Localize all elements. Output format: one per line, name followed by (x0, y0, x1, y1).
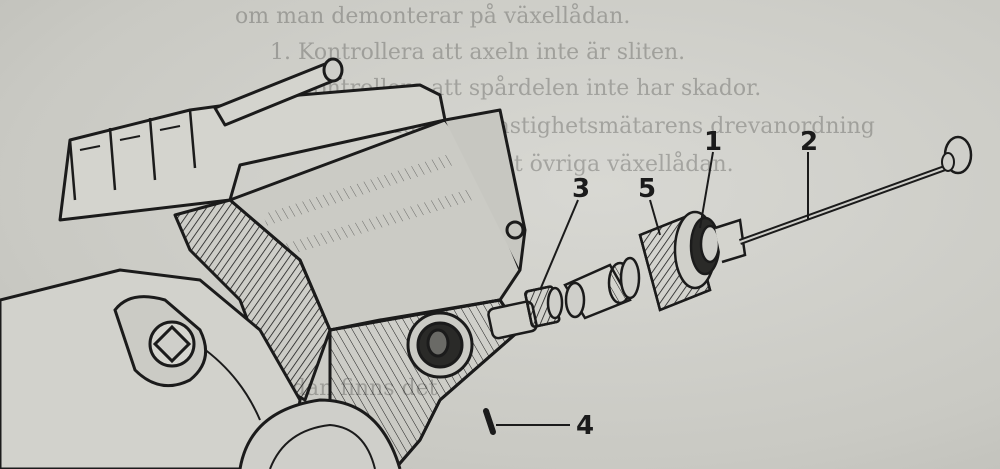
drain-plug (113, 295, 208, 388)
callout-5: 5 (638, 174, 656, 204)
drive-pinion (487, 285, 564, 340)
gearbox-housing (0, 57, 527, 469)
callout-3: 3 (572, 174, 590, 204)
shift-rod (213, 57, 344, 127)
speedometer-bore (406, 311, 474, 379)
callout-4: 4 (576, 411, 594, 441)
locking-pin (483, 408, 496, 435)
callout-1: 1 (704, 127, 722, 157)
leader-lines (496, 151, 809, 426)
callout-2: 2 (800, 127, 818, 157)
bushing (563, 256, 641, 320)
cable-nut (638, 210, 747, 312)
speedometer-cable (738, 135, 973, 245)
